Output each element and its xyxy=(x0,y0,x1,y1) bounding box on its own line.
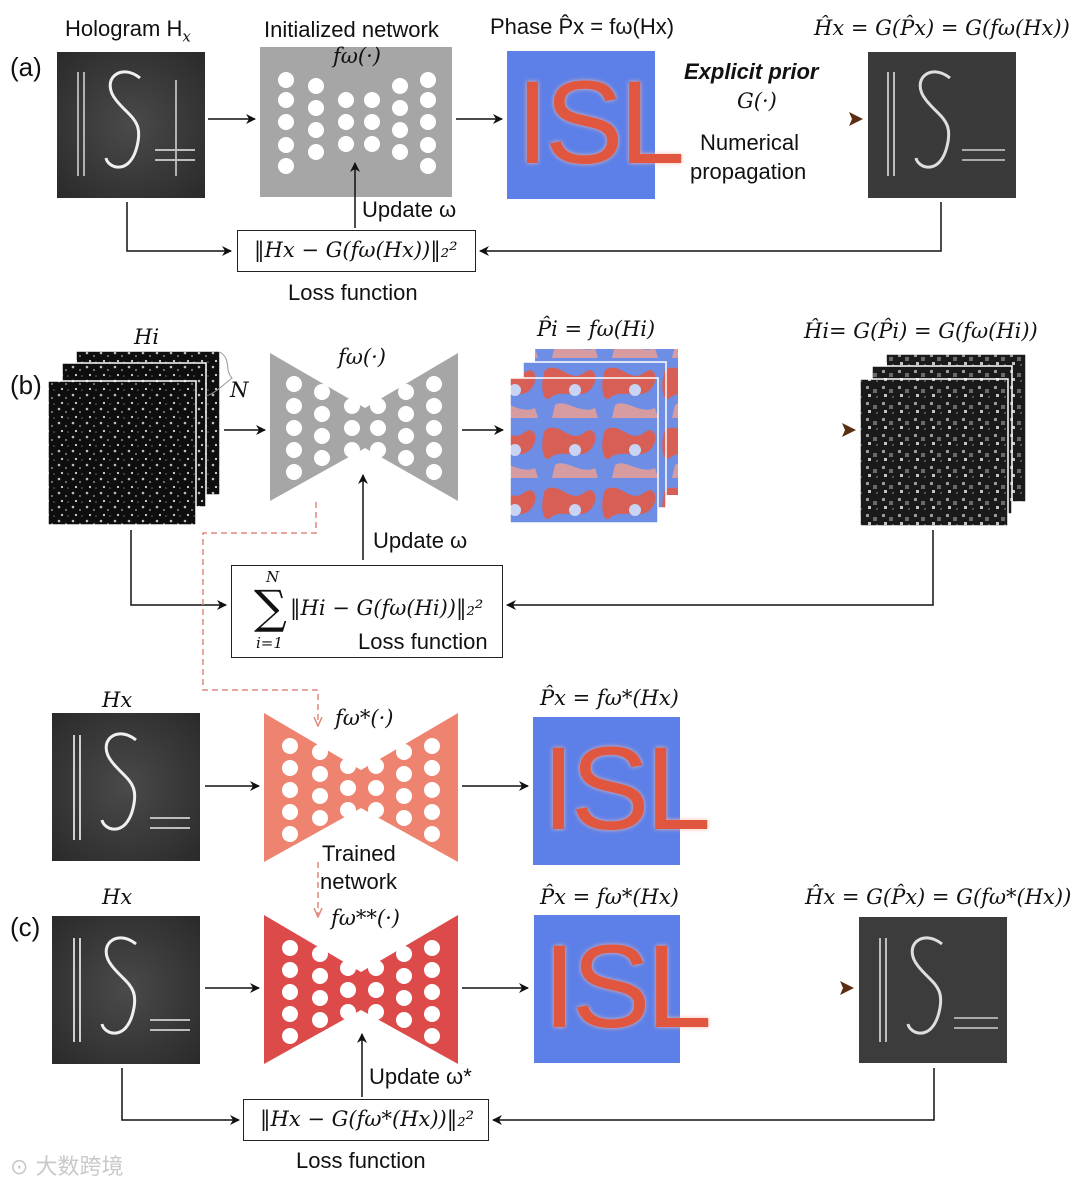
network-a-title: Initialized network xyxy=(264,17,439,42)
loss-c-eq: ‖Hx − G(fω*(Hx))‖₂² xyxy=(260,1107,475,1131)
network-mid-trained xyxy=(264,713,458,862)
watermark-icon: ⊙ xyxy=(10,1155,29,1180)
operator-label: G(·) xyxy=(737,89,777,113)
watermark-text: 大数跨境 xyxy=(35,1155,124,1180)
update-a-label: Update ω xyxy=(362,197,457,222)
phase-c-image xyxy=(534,915,680,1063)
phase-c-eq: P̂x = fω*(Hx) xyxy=(540,885,679,909)
update-b-label: Update ω xyxy=(373,528,468,553)
hologram-a-image xyxy=(57,52,205,198)
network-c xyxy=(264,915,458,1064)
hologram-a-title: Hologram Hx xyxy=(65,18,191,44)
phase-mid-image xyxy=(533,717,680,865)
arrow-b-holo-loss xyxy=(130,530,227,610)
loss-a-box: ‖Hx − G(fω(Hx))‖₂² xyxy=(237,230,476,272)
output-a-image xyxy=(868,52,1016,198)
hologram-stack-b xyxy=(47,350,233,526)
loss-c-label: Loss function xyxy=(296,1148,426,1173)
arrow-a-output-loss xyxy=(479,202,942,256)
output-b-eq: Ĥi= G(P̂i) = G(fω(Hi)) xyxy=(804,319,1038,343)
loss-b-box: N ∑ i=1 ‖Hi − G(fω(Hi))‖₂² Loss function xyxy=(231,565,503,658)
loss-b-eq: ‖Hi − G(fω(Hi))‖₂² xyxy=(290,596,484,620)
arrow-c-output-loss xyxy=(492,1068,935,1125)
hologram-a-title-text: Hologram H xyxy=(65,16,183,41)
output-c-eq: Ĥx = G(P̂x) = G(fω*(Hx)) xyxy=(805,885,1072,909)
phase-mid-eq: P̂x = fω*(Hx) xyxy=(540,686,679,710)
output-c-image xyxy=(859,917,1007,1063)
loss-b-label: Loss function xyxy=(358,629,488,654)
watermark-logo: ⊙ 大数跨境 xyxy=(10,1149,123,1181)
hologram-b-label: Hi xyxy=(134,325,160,349)
arrow-a-holo-loss xyxy=(126,202,232,256)
hologram-c-label: Hx xyxy=(102,885,133,909)
network-a xyxy=(260,47,452,197)
panel-c-label: (c) xyxy=(10,912,41,942)
phase-a-letters: ISL xyxy=(516,57,685,189)
arrow-c-holo-loss xyxy=(121,1068,240,1125)
propagation-line1: Numerical xyxy=(700,130,800,155)
trained-line2: network xyxy=(320,869,398,894)
update-c-label: Update ω* xyxy=(369,1064,472,1089)
dashed-transfer-b-mid xyxy=(202,502,318,726)
loss-c-box: ‖Hx − G(fω*(Hx))‖₂² xyxy=(243,1099,489,1141)
explicit-prior-label: Explicit prior xyxy=(684,59,819,84)
panel-a-label: (a) xyxy=(10,52,42,82)
network-c-func: fω**(·) xyxy=(331,906,400,930)
phase-a-title: Phase P̂x = fω(Hx) xyxy=(490,14,675,39)
network-mid-func: fω*(·) xyxy=(335,706,394,730)
output-stack-b xyxy=(859,353,1027,527)
output-a-eq: Ĥx = G(P̂x) = G(fω(Hx)) xyxy=(814,16,1070,40)
network-b xyxy=(270,353,458,501)
hologram-mid-image xyxy=(52,713,200,861)
network-b-func: fω(·) xyxy=(338,345,386,369)
phase-mid-letters: ISL xyxy=(542,723,711,855)
propagation-line2: propagation xyxy=(690,159,807,184)
phase-a-image xyxy=(507,51,655,199)
loss-a-eq: ‖Hx − G(fω(Hx))‖₂² xyxy=(254,238,458,262)
loss-b-sum-symbol: ∑ xyxy=(254,580,287,634)
loss-b-sum-upper: N xyxy=(266,568,280,586)
panel-b-label: (b) xyxy=(10,370,42,400)
phase-c-letters: ISL xyxy=(543,921,712,1053)
trained-line1: Trained xyxy=(322,841,396,866)
hologram-mid-label: Hx xyxy=(102,688,133,712)
phase-stack-b xyxy=(509,349,678,524)
hologram-a-title-sub: x xyxy=(182,27,191,46)
loss-b-sum-lower: i=1 xyxy=(256,634,283,652)
arrow-b-output-loss xyxy=(506,530,934,610)
hologram-c-image xyxy=(52,916,200,1064)
loss-a-label: Loss function xyxy=(288,280,418,305)
phase-b-eq: P̂i = fω(Hi) xyxy=(537,317,656,341)
network-a-func: fω(·) xyxy=(333,44,381,68)
stack-b-count: N xyxy=(230,378,249,402)
